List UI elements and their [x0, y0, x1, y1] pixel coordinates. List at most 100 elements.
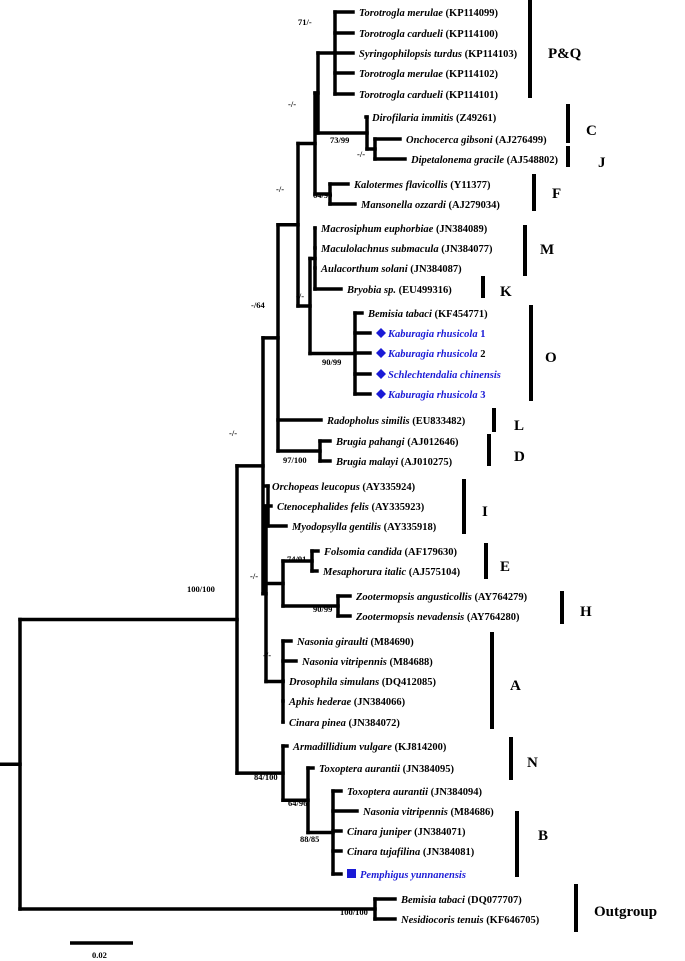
taxon-accession: (KP114102)	[443, 69, 499, 80]
tree-branches	[0, 10, 407, 921]
taxon-name: Nasonia vitripennis	[301, 657, 387, 668]
scale-bar: 0.02	[70, 941, 133, 960]
taxon-accession: (AJ010275)	[398, 457, 452, 468]
taxon-accession: (KF646705)	[484, 915, 540, 926]
taxon-name: Orchopeas leucopus	[272, 482, 360, 493]
taxon-label-t42: Bemisia tabaci (DQ077707)	[400, 895, 522, 906]
taxon-name: Cinara tujafilina	[347, 847, 420, 858]
clade-label: B	[538, 828, 548, 844]
taxon-label-t25: Myodopsylla gentilis (AY335918)	[291, 522, 437, 533]
taxon-name: Mansonella ozzardi	[360, 200, 446, 211]
taxon-name: Nasonia vitripennis	[362, 807, 448, 818]
taxon-label-t41: Pemphigus yunnanensis	[360, 870, 466, 881]
taxon-accession: (AJ575104)	[406, 567, 460, 578]
diamond-marker-icon	[376, 348, 386, 358]
taxon-name: Pemphigus yunnanensis	[360, 870, 466, 881]
support-value: -/-	[250, 571, 258, 581]
taxon-accession: (M84690)	[368, 637, 414, 648]
taxon-label-t11: Macrosiphum euphorbiae (JN384089)	[320, 224, 488, 235]
support-value: 74/91	[287, 554, 306, 564]
taxon-name: Macrosiphum euphorbiae	[320, 224, 434, 235]
clade-label: A	[510, 678, 521, 694]
taxon-label-t33: Aphis hederae (JN384066)	[288, 697, 406, 708]
support-value: 100/100	[340, 907, 368, 917]
taxon-label-t5: Torotrogla cardueli (KP114101)	[359, 90, 499, 101]
taxon-name: Dipetalonema gracile	[410, 155, 504, 166]
taxon-name: Drosophila simulans	[288, 677, 379, 688]
support-value: 84/100	[254, 772, 278, 782]
taxon-accession: (KP114100)	[443, 29, 499, 40]
support-value: 97/100	[283, 455, 307, 465]
taxon-name: Dirofilaria immitis	[371, 113, 453, 124]
taxon-name: Kaburagia rhusicola	[387, 349, 478, 360]
taxon-accession: (AY335918)	[381, 522, 437, 533]
taxon-label-t29: Zootermopsis nevadensis (AY764280)	[355, 612, 520, 623]
taxon-name: Mesaphorura italic	[322, 567, 406, 578]
taxon-label-t1: Torotrogla merulae (KP114099)	[359, 8, 499, 19]
support-value: 90/99	[313, 604, 332, 614]
taxon-label-t18: Schlechtendalia chinensis	[388, 370, 501, 381]
taxon-accession: (JN384066)	[351, 697, 405, 708]
clade-label: P&Q	[548, 46, 582, 62]
taxon-accession: (JN384089)	[433, 224, 487, 235]
taxon-name: Aphis hederae	[288, 697, 351, 708]
taxon-name: Torotrogla merulae	[359, 69, 443, 80]
taxon-name: Bemisia tabaci	[367, 309, 432, 320]
taxon-accession: (AY335923)	[369, 502, 425, 513]
scale-bar-label: 0.02	[92, 950, 107, 960]
taxon-label-t20: Radopholus similis (EU833482)	[326, 416, 466, 427]
square-marker-icon	[347, 869, 356, 878]
support-value: 88/85	[300, 834, 319, 844]
taxon-accession: (DQ077707)	[465, 895, 522, 906]
taxon-accession: (JN384071)	[411, 827, 465, 838]
taxon-label-t10: Mansonella ozzardi (AJ279034)	[360, 200, 500, 211]
taxon-label-t32: Drosophila simulans (DQ412085)	[288, 677, 437, 688]
taxon-accession: (AY764279)	[472, 592, 528, 603]
taxon-accession: (JN384094)	[428, 787, 482, 798]
support-value: -/-	[357, 149, 365, 159]
taxon-accession: (M84686)	[448, 807, 494, 818]
taxon-name: Brugia malayi	[335, 457, 398, 468]
taxon-label-t17: Kaburagia rhusicola 2	[387, 349, 485, 360]
support-value: 90/99	[322, 357, 341, 367]
taxon-label-t8: Dipetalonema gracile (AJ548802)	[410, 155, 558, 166]
taxon-label-t12: Maculolachnus submacula (JN384077)	[320, 244, 493, 255]
taxon-name: Torotrogla merulae	[359, 8, 443, 19]
taxon-name: Bryobia sp.	[346, 285, 396, 296]
taxon-name: Maculolachnus submacula	[320, 244, 439, 255]
taxon-accession: (JN384095)	[400, 764, 454, 775]
taxon-label-t31: Nasonia vitripennis (M84688)	[301, 657, 433, 668]
taxon-name: Onchocerca gibsoni	[406, 135, 493, 146]
taxon-name: Toxoptera aurantii	[319, 764, 400, 775]
taxon-name: Folsomia candida	[323, 547, 402, 558]
taxon-label-t6: Dirofilaria immitis (Z49261)	[371, 113, 497, 124]
diamond-marker-icon	[376, 389, 386, 399]
support-value: -/-	[276, 184, 284, 194]
clade-label: C	[586, 123, 597, 139]
taxon-label-t34: Cinara pinea (JN384072)	[289, 718, 400, 729]
clade-label: I	[482, 504, 488, 520]
clade-label: E	[500, 559, 510, 575]
taxon-name: Zootermopsis nevadensis	[355, 612, 464, 623]
diamond-marker-icon	[376, 328, 386, 338]
taxon-accession: (M84688)	[387, 657, 433, 668]
taxon-label-t43: Nesidiocoris tenuis (KF646705)	[400, 915, 540, 926]
taxon-name: Bemisia tabaci	[400, 895, 465, 906]
clade-label: L	[514, 418, 524, 434]
taxon-label-t15: Bemisia tabaci (KF454771)	[367, 309, 488, 320]
taxon-label-t3: Syringophilopsis turdus (KP114103)	[359, 49, 518, 60]
support-value: -/-	[263, 650, 271, 660]
taxon-name: Torotrogla cardueli	[359, 29, 443, 40]
taxon-accession: (JN384087)	[408, 264, 462, 275]
taxon-name: Cinara juniper	[347, 827, 412, 838]
taxon-name: Radopholus similis	[326, 416, 410, 427]
support-value: 64/90	[313, 190, 332, 200]
taxon-label-t16: Kaburagia rhusicola 1	[387, 329, 485, 340]
taxon-accession: 2	[478, 349, 486, 360]
taxon-label-t40: Cinara tujafilina (JN384081)	[347, 847, 475, 858]
taxon-label-t23: Orchopeas leucopus (AY335924)	[272, 482, 416, 493]
taxon-accession: (KP114103)	[462, 49, 518, 60]
taxon-name: Nesidiocoris tenuis	[400, 915, 484, 926]
clade-label: K	[500, 284, 512, 300]
